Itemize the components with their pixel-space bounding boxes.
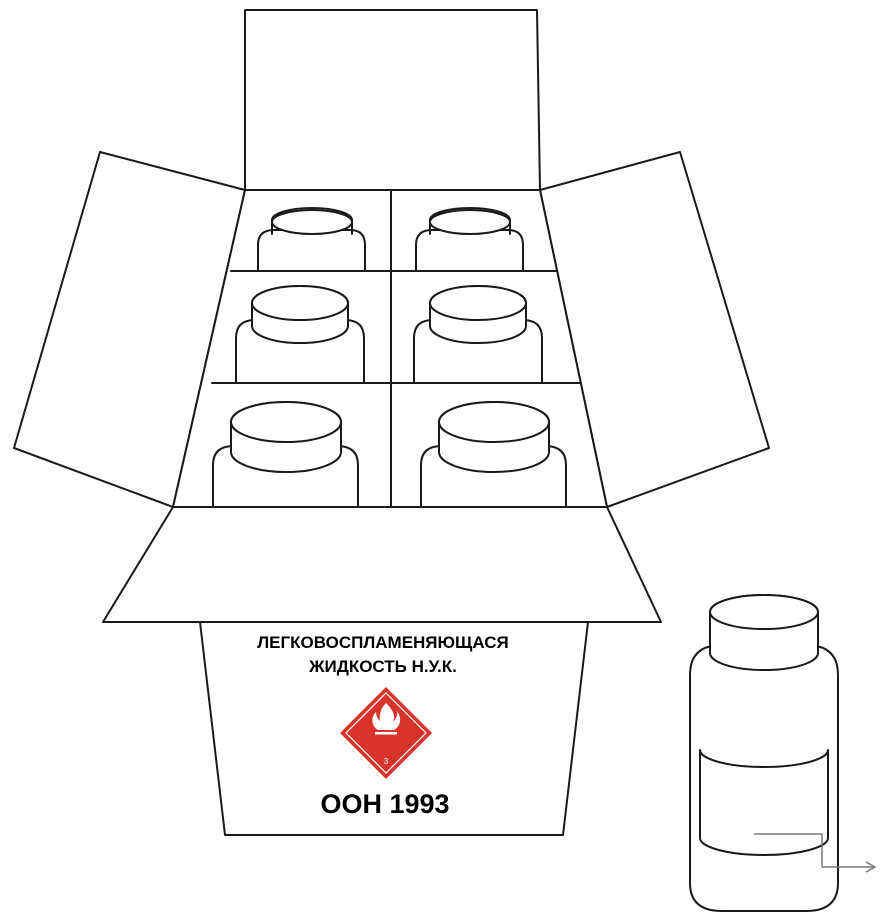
bottle-cell-4 — [413, 285, 543, 384]
box-flap-top — [244, 9, 541, 191]
bottle-cell-2 — [415, 207, 524, 272]
arrow-right-icon — [754, 833, 877, 873]
bottle-cell-1 — [257, 207, 366, 272]
bottle-cell-6 — [420, 401, 567, 508]
flame-icon — [372, 703, 401, 735]
bottle-cell-5 — [212, 401, 359, 508]
box-flap-front — [102, 506, 662, 623]
un-number: ООН 1993 — [320, 789, 449, 819]
bottle-cell-3 — [235, 285, 365, 384]
hazard-label-class-3: 3 — [340, 687, 432, 779]
shipping-name-line2: ЖИДКОСТЬ Н.У.К. — [308, 657, 457, 676]
inner-bottle — [689, 594, 839, 912]
shipping-name-line1: ЛЕГКОВОСПЛАМЕНЯЮЩАСЯ — [257, 633, 508, 652]
hazard-class-number: 3 — [384, 757, 389, 766]
